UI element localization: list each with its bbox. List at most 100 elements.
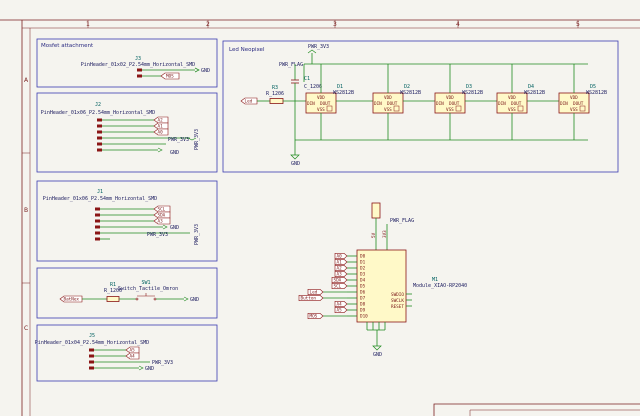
j1-net-scl-text: SCL: [158, 207, 166, 213]
j2-net-a2-text: A2: [158, 118, 164, 124]
j5-box[interactable]: [36, 324, 218, 382]
neopixel-pin-dout: DOUT: [320, 101, 331, 107]
j3-value: PinHeader_01x02_P2.54mm_Horizontal_SMD: [81, 62, 195, 68]
m1-net-a4[interactable]: A4: [334, 300, 348, 308]
led-glyph-icon: [455, 105, 462, 112]
m1-net-led[interactable]: Led: [307, 288, 324, 296]
m1-net-a5[interactable]: A5: [334, 306, 348, 314]
j5-ref: J5: [89, 333, 95, 339]
m1-net-mos[interactable]: MOS: [307, 312, 324, 320]
j5-header[interactable]: [89, 348, 150, 370]
m1-net-text: MOS: [310, 314, 318, 320]
frame-col-4: 4: [456, 21, 460, 28]
j1-pwr-label-vertical: PWR_3V3: [194, 224, 200, 245]
led-glyph-icon: [517, 105, 524, 112]
neopixel-pin-vdd: VDD: [384, 95, 392, 101]
j2-net-a1[interactable]: A1: [153, 122, 169, 130]
m1-pin-d10: D10: [360, 314, 368, 320]
neopixel-pin-vdd: VDD: [446, 95, 454, 101]
m1-gnd-label: GND: [373, 352, 382, 358]
j1-net-a3[interactable]: A3: [153, 217, 171, 225]
m1-net-text: SDA: [334, 278, 342, 284]
m1-net-text: A4: [337, 302, 343, 308]
frame-row-b: B: [24, 207, 28, 214]
m1-net-text: A0: [337, 254, 343, 260]
j2-pwr-label: PWR_3V3: [168, 137, 189, 143]
m1-pin-d8: D8: [360, 302, 366, 308]
j2-net-a0[interactable]: A0: [153, 128, 169, 136]
c1-ref: C1: [304, 76, 310, 82]
mosfet-attachment-box[interactable]: [36, 38, 218, 88]
m1-net-a2[interactable]: A2: [334, 264, 348, 272]
j1-value: PinHeader_01x06_P2.54mm_Horizontal_SMD: [43, 196, 157, 202]
frame-col-5: 5: [576, 21, 580, 28]
j5-net-a4-text: A4: [130, 354, 136, 360]
j5-net-a4[interactable]: A4: [125, 352, 140, 360]
led-pwr-label: PWR_3V3: [308, 44, 329, 50]
sw1-value: Switch_Tactile_Omron: [118, 286, 178, 292]
c1-capacitor[interactable]: [291, 64, 299, 155]
m1-module-body[interactable]: [356, 249, 407, 323]
led-gnd-label: GND: [291, 161, 300, 167]
neopixel-pin-vss: VSS: [317, 107, 325, 113]
c1-value: C_1206: [304, 84, 322, 90]
m1-pin-swclk: SWCLK: [391, 298, 404, 304]
j5-net-a5[interactable]: A5: [125, 346, 140, 354]
neopixel-pin-vss: VSS: [384, 107, 392, 113]
batnex-net-text: BatNex: [64, 297, 80, 303]
led-glyph-icon: [326, 105, 333, 112]
j2-header[interactable]: [97, 118, 190, 152]
r1-resistor[interactable]: [106, 296, 120, 302]
j1-pwr-label: PWR_3V3: [147, 232, 168, 238]
m1-net-text: A1: [337, 260, 343, 266]
r3-ref: R3: [272, 85, 278, 91]
m1-net-a0[interactable]: A0: [334, 253, 348, 260]
neopixel-pin-din: DIN: [374, 101, 382, 107]
r1-ref: R1: [110, 282, 116, 288]
neopixel-pin-vdd: VDD: [570, 95, 578, 101]
mos-net-label[interactable]: MOS: [160, 72, 180, 80]
j2-box[interactable]: [36, 92, 218, 173]
j1-net-sda[interactable]: SDA: [153, 211, 171, 219]
j2-value: PinHeader_01x06_P2.54mm_Horizontal_SMD: [41, 110, 155, 116]
led-neopixel-box[interactable]: [222, 40, 619, 173]
switch-gnd-label: GND: [190, 297, 199, 303]
j3-ref: J3: [135, 56, 141, 62]
m1-pin-d5: D5: [360, 284, 366, 290]
j1-header[interactable]: [95, 207, 190, 241]
switch-box[interactable]: [36, 267, 218, 319]
led-pwr-flag-label: PWR_FLAG: [279, 62, 303, 68]
r3-resistor[interactable]: [269, 98, 284, 104]
led-neopixel-group: Led Neopixel PWR_3V3 PWR_FLAG C1 C_1206 …: [222, 40, 619, 173]
m1-pin-reset: RESET: [391, 304, 404, 310]
j3-header[interactable]: [137, 68, 195, 78]
j2-net-a2[interactable]: A2: [153, 116, 169, 124]
neopixel-pin-din: DIN: [307, 101, 315, 107]
neopixel-ref: D5: [590, 84, 596, 90]
m1-value: Module_XIAO-RP2040: [413, 283, 467, 289]
m1-net-sda[interactable]: SDA: [331, 276, 348, 284]
m1-net-scl[interactable]: SCL: [331, 282, 348, 290]
m1-net-text: Button: [301, 296, 317, 302]
m1-net-a1[interactable]: A1: [334, 258, 348, 266]
m1-net-button[interactable]: Button: [298, 294, 324, 302]
neopixel-value: WS2812B: [586, 90, 607, 96]
m1-net-text: A2: [337, 266, 343, 272]
j1-net-scl[interactable]: SCL: [153, 205, 171, 213]
m1-pin-d7: D7: [360, 296, 366, 302]
batnex-net-label[interactable]: BatNex: [59, 295, 83, 303]
m1-pin-d0: D0: [360, 254, 366, 260]
m1-pwr-flag-connector[interactable]: [371, 202, 381, 219]
m1-net-a3[interactable]: A3: [334, 270, 348, 278]
neopixel-ref: D3: [466, 84, 472, 90]
sw1-switch[interactable]: [135, 293, 157, 301]
j1-box[interactable]: [36, 180, 218, 262]
sw1-ref: SW1: [141, 280, 150, 286]
